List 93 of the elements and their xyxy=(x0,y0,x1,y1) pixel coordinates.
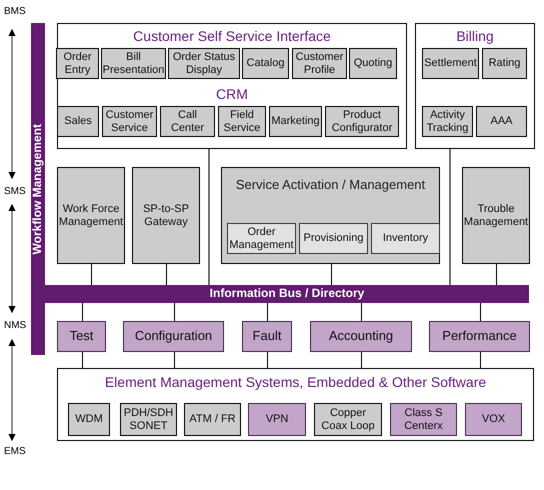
module-box xyxy=(269,106,322,137)
box-label: Performance xyxy=(441,329,518,344)
module-box xyxy=(299,223,368,254)
element-panel xyxy=(57,368,534,441)
box-label: Quoting xyxy=(352,57,394,70)
box-label: Provisioning xyxy=(302,232,364,245)
function-box xyxy=(310,321,412,352)
panel-heading: CRM xyxy=(215,86,249,102)
process-box xyxy=(132,167,200,264)
connector-line xyxy=(267,352,268,368)
box-label: Configuration xyxy=(134,329,214,344)
connector-line xyxy=(480,352,481,368)
module-box xyxy=(56,48,99,79)
box-label: Call Center xyxy=(170,108,206,134)
box-label: Accounting xyxy=(328,329,394,344)
activation-box xyxy=(221,167,440,264)
box-label: Rating xyxy=(488,57,522,70)
module-box xyxy=(349,48,397,79)
module-box xyxy=(422,48,479,79)
box-label: Field Service xyxy=(222,108,262,134)
box-label: Test xyxy=(68,329,94,344)
connector-line xyxy=(166,264,167,286)
box-label: Bill Presentation xyxy=(102,50,166,76)
information-bus xyxy=(45,285,529,303)
box-label: Activity Tracking xyxy=(426,108,470,134)
box-label: Customer Profile xyxy=(294,50,344,76)
bar-label: Workflow Management xyxy=(31,124,45,254)
box-label: AAA xyxy=(489,115,514,128)
box-label: Catalog xyxy=(246,57,286,70)
process-box xyxy=(57,167,125,264)
level-label: NMS xyxy=(4,320,26,331)
panel-heading: Service Activation / Management xyxy=(234,178,426,193)
box-label: Class S Centerx xyxy=(403,406,444,432)
module-box xyxy=(476,106,527,137)
box-label: PDH/SDH SONET xyxy=(122,406,174,432)
function-box xyxy=(123,321,224,352)
module-box xyxy=(248,403,306,436)
module-box xyxy=(184,403,241,436)
panel-heading: Element Management Systems, Embedded & Other Software xyxy=(104,374,488,390)
connector-line xyxy=(174,352,175,368)
level-label: BMS xyxy=(4,6,26,17)
module-box xyxy=(325,106,399,137)
module-box xyxy=(160,106,215,137)
box-label: Work Force Management xyxy=(58,202,124,228)
box-label: Order Status Display xyxy=(172,50,236,76)
box-label: Inventory xyxy=(382,232,430,245)
box-label: Marketing xyxy=(270,115,321,128)
box-label: Copper Coax Loop xyxy=(320,406,376,432)
box-label: Product Configurator xyxy=(330,108,394,134)
module-box xyxy=(482,48,527,79)
module-box xyxy=(68,403,110,436)
connector-line xyxy=(91,264,92,286)
box-label: Order Entry xyxy=(62,50,93,76)
box-label: VPN xyxy=(264,413,290,426)
connector-line xyxy=(331,264,332,286)
connector-line xyxy=(361,302,362,322)
function-box xyxy=(429,321,530,352)
panel-heading: Billing xyxy=(455,28,495,44)
module-box xyxy=(371,223,440,254)
module-box xyxy=(242,48,289,79)
connector-line xyxy=(496,264,497,286)
workflow-bar xyxy=(31,23,45,355)
level-label: EMS xyxy=(4,446,26,457)
billing-panel xyxy=(415,23,535,149)
box-label: VOX xyxy=(480,413,506,426)
box-label: ATM / FR xyxy=(188,413,237,426)
box-label: SP-to-SP Gateway xyxy=(142,202,190,228)
panel-heading: Customer Self Service Interface xyxy=(132,28,332,44)
box-label: Sales xyxy=(63,115,93,128)
connector-line xyxy=(208,148,210,286)
module-box xyxy=(390,403,457,436)
module-box xyxy=(465,403,522,436)
module-box xyxy=(57,106,99,137)
box-label: Customer Service xyxy=(104,108,154,134)
box-label: WDM xyxy=(74,413,104,426)
connector-line xyxy=(480,302,481,322)
connector-line xyxy=(361,352,362,368)
process-box xyxy=(462,167,530,264)
function-box xyxy=(57,321,106,352)
interface-panel xyxy=(57,23,407,149)
box-label: Order Management xyxy=(228,226,295,252)
box-label: Trouble Management xyxy=(462,202,530,228)
connector-line xyxy=(267,302,268,322)
level-label: SMS xyxy=(4,186,26,197)
box-label: Fault xyxy=(252,329,282,344)
module-box xyxy=(218,106,266,137)
function-box xyxy=(242,321,292,352)
box-label: Settlement xyxy=(423,57,478,70)
module-box xyxy=(314,403,382,436)
connector-line xyxy=(174,302,175,322)
bar-label: Information Bus / Directory xyxy=(210,287,364,301)
connector-line xyxy=(82,302,83,322)
connector-line xyxy=(82,352,83,368)
